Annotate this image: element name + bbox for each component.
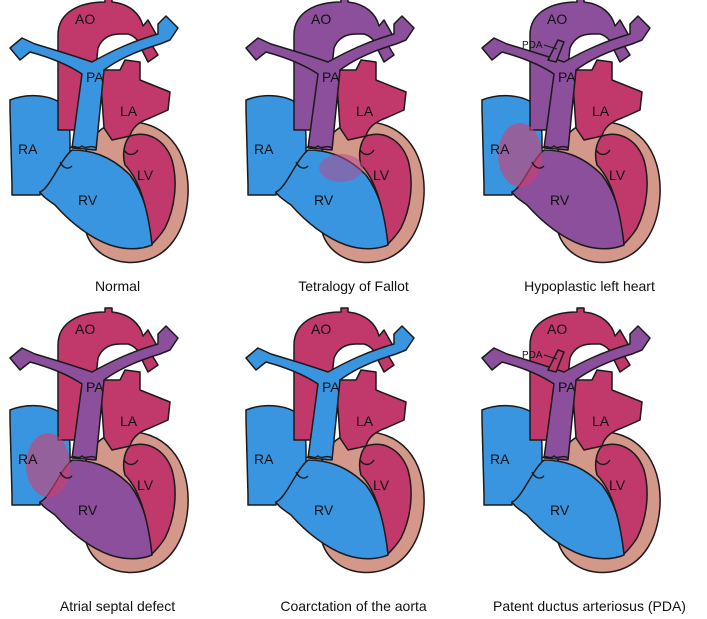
label-ra: RA	[490, 141, 510, 157]
pulmonary-valve	[69, 455, 97, 459]
right-ventricle	[511, 459, 625, 560]
heart-panel-hypoplastic: AO PA LA RA LV RV PDA Hypoplastic left h…	[472, 0, 707, 309]
tricuspid-valve	[59, 161, 73, 169]
label-lv: LV	[373, 167, 390, 183]
label-ra: RA	[18, 451, 38, 467]
pulmonary-artery	[481, 15, 651, 151]
label-ao: AO	[75, 11, 95, 27]
label-rv: RV	[314, 502, 334, 518]
panel-caption: Atrial septal defect	[59, 598, 176, 614]
pda-pointer	[543, 354, 558, 360]
heart-illustration: AO PA LA RA LV RV PDA	[481, 307, 661, 574]
heart-panel-normal: AO PA LA RA LV RV Normal	[0, 0, 235, 309]
label-ao: AO	[547, 11, 567, 27]
right-ventricle	[275, 459, 389, 560]
panel-caption: Coarctation of the aorta	[280, 598, 427, 614]
label-lv: LV	[609, 167, 626, 183]
label-pa: PA	[86, 379, 104, 395]
panel-caption: Patent ductus arteriosus (PDA)	[493, 598, 686, 614]
label-pa: PA	[322, 69, 340, 85]
mitral-valve	[359, 459, 375, 466]
heart-panel-coarctation: AO PA LA RA LV RV Coarctation of the aor…	[236, 307, 471, 619]
label-pa: PA	[558, 69, 576, 85]
pulmonary-valve	[541, 455, 569, 459]
label-ra: RA	[490, 451, 510, 467]
label-rv: RV	[78, 502, 98, 518]
label-pa: PA	[558, 379, 576, 395]
pulmonary-valve	[305, 455, 333, 459]
label-lv: LV	[137, 167, 154, 183]
pulmonary-valve	[541, 145, 569, 149]
label-ao: AO	[547, 321, 567, 337]
label-rv: RV	[314, 192, 334, 208]
atrial-septal-defect-shunt	[498, 123, 542, 187]
right-ventricle	[511, 149, 625, 250]
label-ra: RA	[18, 141, 38, 157]
pulmonary-valve	[69, 145, 97, 149]
right-ventricle	[39, 459, 153, 560]
label-ao: AO	[75, 321, 95, 337]
mitral-valve	[595, 459, 611, 466]
pulmonary-artery	[481, 325, 651, 461]
pulmonary-artery	[9, 325, 179, 461]
ventricular-septal-defect-shunt	[319, 154, 363, 182]
label-pa: PA	[86, 69, 104, 85]
heart-illustration: AO PA LA RA LV RV	[245, 0, 425, 264]
tricuspid-valve	[531, 161, 545, 169]
pda-pointer	[543, 44, 558, 50]
panel-caption: Hypoplastic left heart	[524, 278, 655, 294]
label-ao: AO	[311, 321, 331, 337]
label-rv: RV	[550, 502, 570, 518]
label-lv: LV	[609, 477, 626, 493]
label-rv: RV	[78, 192, 98, 208]
tricuspid-valve	[59, 471, 73, 479]
mitral-valve	[359, 149, 375, 156]
label-la: LA	[592, 413, 610, 429]
label-lv: LV	[373, 477, 390, 493]
pulmonary-artery	[245, 325, 415, 461]
tricuspid-valve	[295, 161, 309, 169]
mitral-valve	[123, 459, 139, 466]
left-ventricle	[594, 133, 648, 245]
left-ventricle	[358, 443, 412, 555]
label-la: LA	[120, 103, 138, 119]
left-ventricle	[594, 443, 648, 555]
panel-caption: Tetralogy of Fallot	[298, 278, 409, 294]
pulmonary-valve	[305, 145, 333, 149]
heart-illustration: AO PA LA RA LV RV	[9, 0, 189, 264]
label-pa: PA	[322, 379, 340, 395]
heart-panel-pda: AO PA LA RA LV RV PDA Patent ductus arte…	[472, 307, 707, 619]
panel-caption: Normal	[94, 278, 141, 294]
label-la: LA	[356, 103, 374, 119]
tricuspid-valve	[295, 471, 309, 479]
label-pda: PDA	[522, 350, 543, 361]
label-rv: RV	[550, 192, 570, 208]
label-pda: PDA	[522, 40, 543, 51]
heart-illustration: AO PA LA RA LV RV	[9, 307, 189, 574]
mitral-valve	[595, 149, 611, 156]
atrial-septal-defect-shunt	[26, 433, 70, 497]
pulmonary-artery	[245, 15, 415, 151]
left-ventricle	[122, 133, 176, 245]
left-ventricle	[122, 443, 176, 555]
heart-illustration: AO PA LA RA LV RV PDA	[481, 0, 661, 264]
heart-panel-tetralogy: AO PA LA RA LV RV Tetralogy of Fallot	[236, 0, 471, 309]
tricuspid-valve	[531, 471, 545, 479]
right-ventricle	[39, 149, 153, 250]
label-lv: LV	[137, 477, 154, 493]
label-ao: AO	[311, 11, 331, 27]
label-ra: RA	[254, 141, 274, 157]
label-la: LA	[120, 413, 138, 429]
mitral-valve	[123, 149, 139, 156]
ductus-arteriosus	[547, 39, 565, 63]
ductus-arteriosus	[547, 349, 565, 373]
label-ra: RA	[254, 451, 274, 467]
pulmonary-artery	[9, 15, 179, 151]
label-la: LA	[356, 413, 374, 429]
heart-illustration: AO PA LA RA LV RV	[245, 307, 425, 574]
label-la: LA	[592, 103, 610, 119]
heart-panel-asd: AO PA LA RA LV RV Atrial septal defect	[0, 307, 235, 619]
